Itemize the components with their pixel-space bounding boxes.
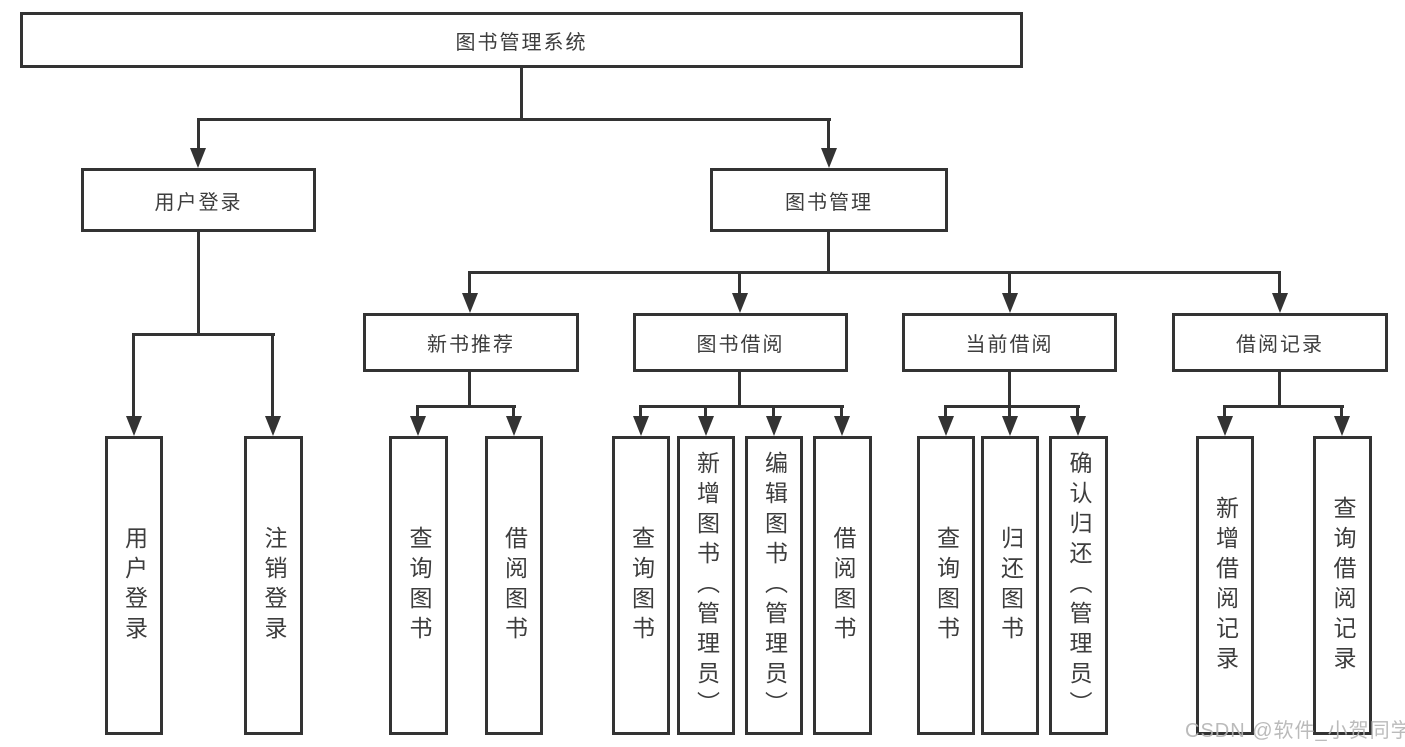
arrowhead-down-icon — [410, 416, 426, 436]
leaf-user-login: 用户登录 — [105, 436, 163, 735]
node-label: 当前借阅 — [965, 334, 1054, 356]
watermark-text: CSDN @软件_小贺同学 — [1185, 720, 1405, 742]
connector-drop — [738, 271, 741, 297]
leaf-edit-book-admin: 编辑图书（管理员） — [745, 436, 803, 735]
connector-root-stem — [520, 68, 523, 120]
connector-bookmgmt-stem — [827, 232, 830, 273]
leaf-label: 借阅图书 — [830, 525, 856, 646]
node-label: 图书借阅 — [696, 334, 785, 356]
arrowhead-down-icon — [766, 416, 782, 436]
connector-drop — [840, 405, 843, 419]
leaf-query-books-current: 查询图书 — [917, 436, 975, 735]
connector-bookmgmt-branch — [468, 271, 1281, 274]
leaf-label: 查询借阅记录 — [1330, 495, 1356, 676]
connector-branch — [944, 405, 1080, 408]
connector-drop — [1076, 405, 1079, 419]
connector-drop — [704, 405, 707, 419]
arrowhead-down-icon — [190, 148, 206, 168]
connector-drop — [512, 405, 515, 419]
arrowhead-down-icon — [462, 293, 478, 313]
arrowhead-down-icon — [938, 416, 954, 436]
connector-drop — [271, 333, 274, 420]
leaf-label: 注销登录 — [261, 525, 287, 646]
leaf-query-borrow-record: 查询借阅记录 — [1313, 436, 1372, 735]
connector-branch — [1223, 405, 1344, 408]
arrowhead-down-icon — [1272, 293, 1288, 313]
node-new-book-recommend: 新书推荐 — [363, 313, 579, 372]
arrowhead-down-icon — [1070, 416, 1086, 436]
arrowhead-down-icon — [732, 293, 748, 313]
connector-branch — [639, 405, 844, 408]
node-label: 借阅记录 — [1236, 334, 1324, 356]
leaf-add-borrow-record: 新增借阅记录 — [1196, 436, 1254, 735]
leaf-label: 归还图书 — [997, 525, 1024, 646]
leaf-query-books-borrow: 查询图书 — [612, 436, 670, 735]
node-library-system: 图书管理系统 — [20, 12, 1023, 68]
node-label: 图书管理系统 — [455, 31, 588, 54]
connector-branch — [416, 405, 516, 408]
connector-drop — [639, 405, 642, 419]
leaf-label: 借阅图书 — [501, 525, 528, 646]
leaf-label: 新增图书（管理员） — [693, 450, 720, 721]
arrowhead-down-icon — [265, 416, 281, 436]
node-book-management: 图书管理 — [710, 168, 948, 232]
node-borrow-records: 借阅记录 — [1172, 313, 1388, 372]
node-label: 新书推荐 — [427, 334, 515, 356]
connector-userlogin-branch — [132, 333, 275, 336]
leaf-confirm-return-admin: 确认归还（管理员） — [1049, 436, 1108, 735]
arrowhead-down-icon — [1334, 416, 1350, 436]
node-current-borrow: 当前借阅 — [902, 313, 1117, 372]
connector-drop — [772, 405, 775, 419]
leaf-label: 查询图书 — [406, 525, 432, 646]
leaf-add-book-admin: 新增图书（管理员） — [677, 436, 735, 735]
leaf-label: 编辑图书（管理员） — [761, 450, 788, 721]
connector-stem — [1008, 372, 1011, 408]
connector-drop — [1340, 405, 1343, 419]
node-book-borrow: 图书借阅 — [633, 313, 848, 372]
connector-drop — [827, 118, 830, 151]
leaf-logout: 注销登录 — [244, 436, 303, 735]
leaf-borrow-books-recommend: 借阅图书 — [485, 436, 543, 735]
leaf-return-books: 归还图书 — [981, 436, 1039, 735]
arrowhead-down-icon — [821, 148, 837, 168]
leaf-borrow-books: 借阅图书 — [813, 436, 872, 735]
connector-drop — [1278, 271, 1281, 297]
arrowhead-down-icon — [506, 416, 522, 436]
connector-userlogin-stem — [197, 232, 200, 336]
connector-stem — [468, 372, 471, 408]
leaf-label: 新增借阅记录 — [1212, 495, 1239, 676]
arrowhead-down-icon — [698, 416, 714, 436]
connector-drop — [197, 118, 200, 151]
connector-drop — [132, 333, 135, 420]
connector-stem — [1278, 372, 1281, 408]
connector-drop — [1008, 405, 1011, 419]
leaf-label: 查询图书 — [933, 525, 960, 646]
connector-drop — [416, 405, 419, 419]
connector-drop — [944, 405, 947, 419]
connector-root-branch — [197, 118, 831, 121]
connector-stem — [738, 372, 741, 408]
arrowhead-down-icon — [1217, 416, 1233, 436]
node-user-login: 用户登录 — [81, 168, 316, 232]
connector-drop — [1223, 405, 1226, 419]
connector-drop — [468, 271, 471, 297]
leaf-label: 确认归还（管理员） — [1066, 450, 1092, 721]
arrowhead-down-icon — [834, 416, 850, 436]
node-label: 图书管理 — [785, 191, 873, 214]
arrowhead-down-icon — [1002, 293, 1018, 313]
arrowhead-down-icon — [1002, 416, 1018, 436]
leaf-label: 查询图书 — [628, 525, 655, 646]
connector-drop — [1008, 271, 1011, 297]
arrowhead-down-icon — [126, 416, 142, 436]
leaf-label: 用户登录 — [121, 525, 148, 646]
arrowhead-down-icon — [633, 416, 649, 436]
node-label: 用户登录 — [154, 191, 243, 214]
leaf-query-books-recommend: 查询图书 — [389, 436, 448, 735]
